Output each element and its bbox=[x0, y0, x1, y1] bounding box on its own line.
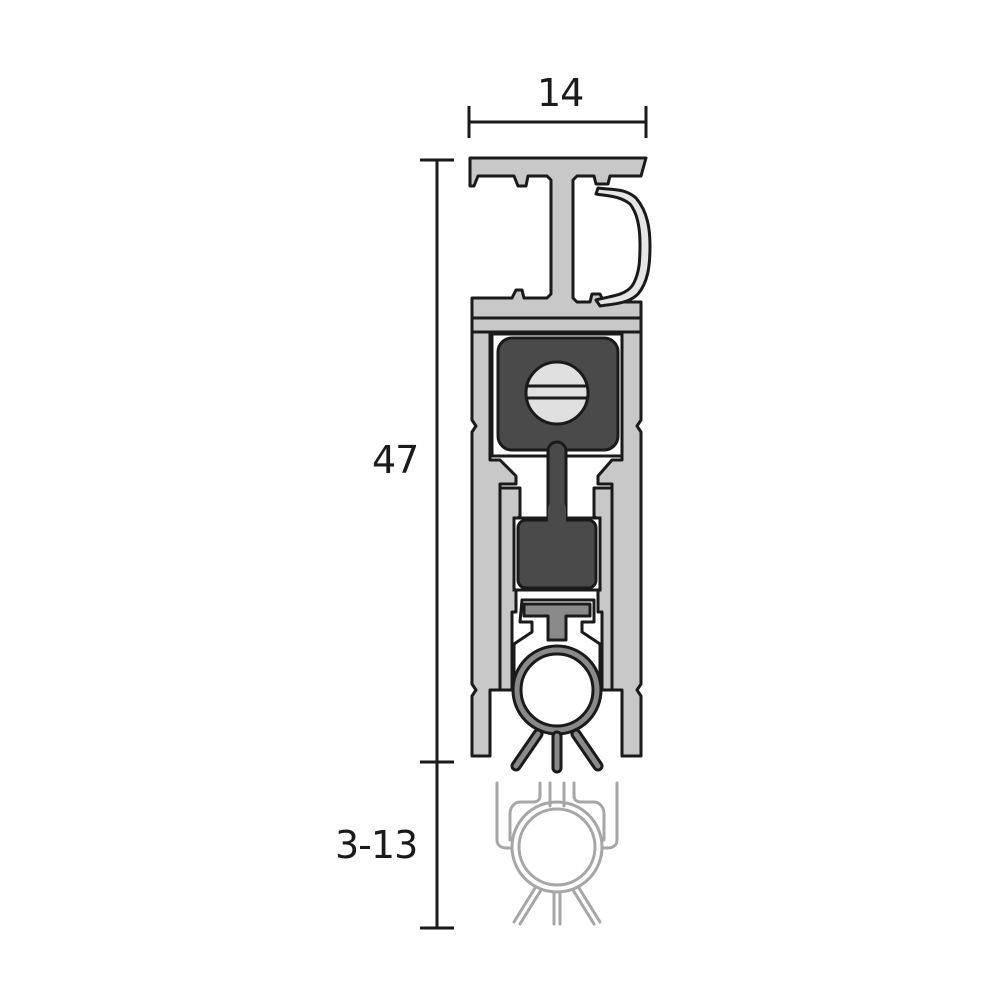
ghost-seal-extended-position bbox=[495, 781, 619, 926]
drop-range-dimension-label: 3-13 bbox=[335, 823, 418, 867]
width-dimension-line bbox=[467, 106, 648, 138]
slotted-screw-icon bbox=[524, 360, 590, 426]
tubular-seal bbox=[510, 644, 604, 774]
height-dimension-line bbox=[420, 158, 454, 930]
plunger bbox=[512, 440, 602, 592]
width-dimension-label: 14 bbox=[537, 71, 584, 115]
height-dimension-label: 47 bbox=[372, 438, 419, 482]
mounting-channel bbox=[468, 156, 652, 320]
